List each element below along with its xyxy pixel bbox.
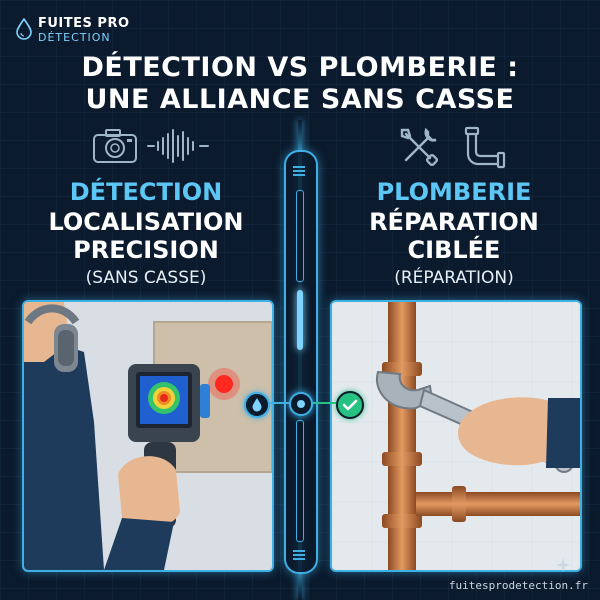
water-drop-node bbox=[244, 392, 270, 418]
menu-lines-icon bbox=[293, 166, 305, 176]
divider-slot-top bbox=[296, 190, 304, 282]
plumbing-heading: PLOMBERIE bbox=[376, 178, 532, 206]
center-node bbox=[289, 392, 313, 416]
wrench-pipe-scene bbox=[332, 302, 580, 570]
plumbing-illustration bbox=[330, 300, 582, 572]
plumbing-note: (RÉPARATION) bbox=[394, 268, 514, 288]
right-connector-line bbox=[310, 402, 338, 404]
menu-lines-icon-bottom bbox=[293, 550, 305, 560]
detection-line-precision: PRECISION bbox=[73, 236, 219, 264]
divider-glow-segment bbox=[297, 290, 303, 350]
page-title-line-2: UNE ALLIANCE SANS CASSE bbox=[85, 84, 515, 115]
check-icon bbox=[342, 399, 358, 411]
water-drop-icon bbox=[252, 398, 262, 412]
water-drop-icon bbox=[16, 18, 32, 40]
center-node-dot bbox=[297, 400, 305, 408]
detection-note: (SANS CASSE) bbox=[85, 268, 207, 288]
sparkle-icon bbox=[556, 558, 570, 572]
detection-line-localisation: LOCALISATION bbox=[48, 208, 244, 236]
brand-name: FUITES PRO bbox=[38, 16, 130, 31]
divider-slot-bottom bbox=[296, 420, 304, 542]
camera-icon bbox=[93, 129, 137, 163]
plumbing-line-reparation: RÉPARATION bbox=[369, 208, 539, 236]
brand-subtitle: DÉTECTION bbox=[38, 31, 111, 44]
left-connector-line bbox=[264, 402, 290, 404]
sound-wave-icon bbox=[147, 129, 209, 163]
pipe-icon bbox=[464, 126, 506, 169]
detection-illustration bbox=[22, 300, 274, 572]
tools-icon bbox=[400, 127, 439, 167]
page-title-line-1: DÉTECTION VS PLOMBERIE : bbox=[81, 52, 519, 83]
plumbing-line-ciblee: CIBLÉE bbox=[407, 236, 501, 264]
detection-heading: DÉTECTION bbox=[69, 178, 223, 206]
thermal-camera-scene bbox=[24, 302, 272, 570]
website-url[interactable]: fuitesprodetection.fr bbox=[448, 579, 588, 592]
brand-logo: FUITES PRO DÉTECTION bbox=[16, 14, 156, 44]
success-check-node bbox=[336, 391, 364, 419]
